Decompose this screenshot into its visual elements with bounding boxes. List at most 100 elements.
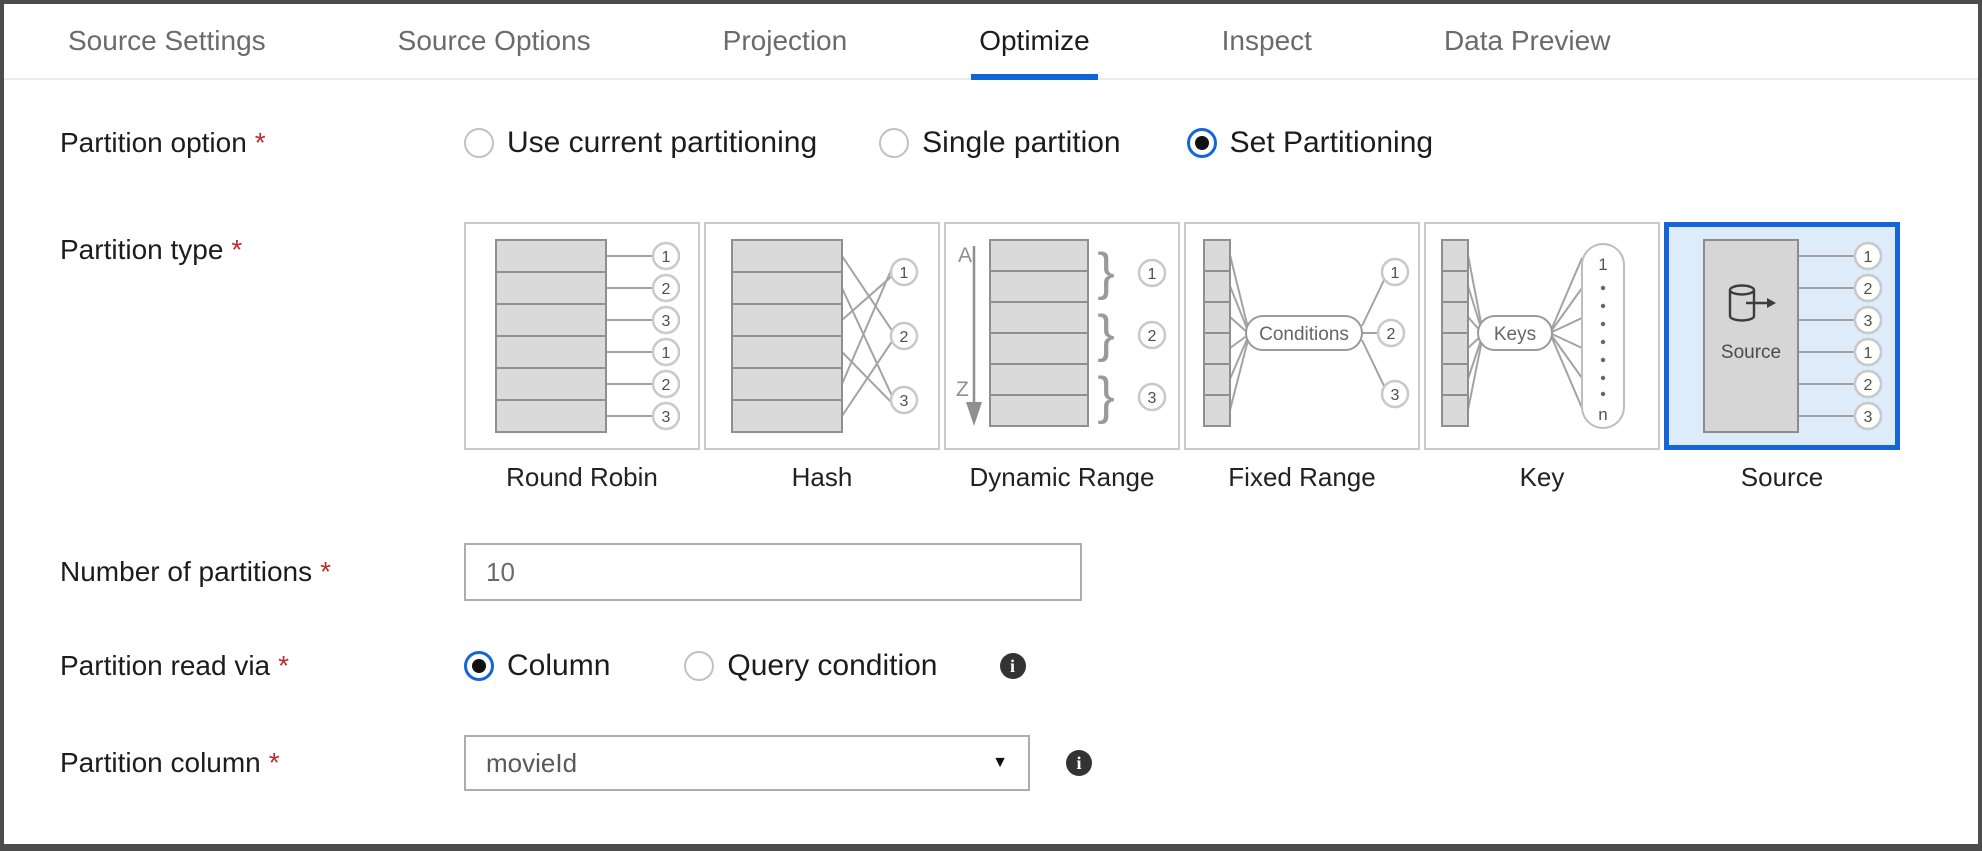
radio-unchecked-icon: [464, 128, 494, 158]
partition-read-via-label: Partition read via*: [60, 650, 464, 682]
dropdown-value: movieId: [486, 747, 578, 778]
partition-read-via-row: Partition read via* Column Query conditi…: [4, 649, 1978, 683]
range-bottom-letter: Z: [956, 378, 969, 401]
radio-unchecked-icon: [879, 128, 910, 158]
required-asterisk: *: [320, 556, 332, 587]
conditions-pill: [1245, 315, 1363, 351]
tab-source-options[interactable]: Source Options: [397, 25, 591, 56]
tab-source-settings[interactable]: Source Settings: [68, 25, 266, 56]
radio-checked-icon: [464, 651, 494, 681]
tab-optimize[interactable]: Optimize: [971, 4, 1099, 80]
partition-column-label: Partition column*: [60, 747, 464, 779]
required-asterisk: *: [268, 747, 280, 778]
output-number: 2: [1148, 328, 1157, 345]
output-number: 2: [900, 329, 909, 346]
hash-diagram: 1 2 3: [731, 239, 919, 433]
tab-projection[interactable]: Projection: [722, 25, 848, 56]
card-box-selected: Source 1 2 3 1 2 3: [1664, 222, 1900, 450]
radio-checked-icon: [1186, 128, 1217, 158]
radio-label: Column: [507, 649, 611, 682]
source-box-text: Source: [1721, 342, 1781, 363]
key-diagram: Keys 1 n: [1441, 239, 1625, 429]
card-source[interactable]: Source 1 2 3 1 2 3: [1664, 222, 1900, 493]
source-box: [1703, 239, 1799, 433]
partition-type-cards: 1 2 3 1 2 3 Round Robin: [464, 222, 1900, 493]
field-label-text: Partition column: [60, 747, 261, 778]
card-dynamic-range[interactable]: A Z } } }: [944, 222, 1180, 493]
card-label: Hash: [791, 462, 853, 492]
radio-single-partition[interactable]: Single partition: [879, 126, 1121, 160]
info-icon[interactable]: i: [1066, 750, 1092, 776]
field-label-text: Partition type: [60, 234, 224, 265]
brace-glyph: }: [1097, 305, 1114, 363]
tab-data-preview[interactable]: Data Preview: [1443, 25, 1611, 56]
radio-query-condition[interactable]: Query condition: [684, 649, 938, 683]
fixed-range-diagram: Conditions 1 2 3: [1203, 239, 1410, 427]
number-of-partitions-row: Number of partitions* 10: [4, 543, 1978, 601]
number-of-partitions-input[interactable]: 10: [464, 543, 1082, 601]
partition-type-row: Partition type*: [4, 222, 1978, 493]
card-box: 1 2 3: [704, 222, 940, 450]
output-number: 2: [1864, 281, 1873, 298]
card-hash[interactable]: 1 2 3 Hash: [704, 222, 940, 493]
keys-pill: [1477, 315, 1553, 351]
output-number: 1: [900, 265, 909, 282]
key-range-capsule: [1581, 243, 1625, 429]
output-number: 2: [1387, 326, 1396, 343]
radio-label: Query condition: [727, 649, 938, 682]
chevron-down-icon: ▼: [992, 754, 1008, 771]
radio-label: Use current partitioning: [507, 126, 818, 159]
partition-column-dropdown[interactable]: movieId ▼: [464, 735, 1030, 791]
brace-glyph: }: [1097, 367, 1114, 425]
output-number: 1: [1864, 345, 1873, 362]
card-label: Source: [1740, 462, 1824, 492]
partition-column-row: Partition column* movieId ▼ i: [4, 735, 1978, 791]
card-box: A Z } } }: [944, 222, 1180, 450]
info-icon[interactable]: i: [999, 653, 1026, 679]
radio-unchecked-icon: [684, 651, 715, 681]
output-number: 1: [662, 249, 671, 266]
output-number: 1: [1148, 266, 1157, 283]
field-label-text: Partition read via: [60, 650, 271, 681]
card-key[interactable]: Keys 1 n Key: [1424, 222, 1660, 493]
card-label: Fixed Range: [1228, 462, 1376, 492]
range-first: 1: [1598, 255, 1607, 274]
output-number: 1: [1391, 265, 1400, 282]
output-number: 3: [662, 409, 671, 426]
keys-pill-text: Keys: [1494, 324, 1536, 345]
output-number: 3: [1864, 409, 1873, 426]
radio-set-partitioning[interactable]: Set Partitioning: [1186, 126, 1434, 160]
output-number: 2: [662, 281, 671, 298]
card-round-robin[interactable]: 1 2 3 1 2 3 Round Robin: [464, 222, 700, 493]
dynamic-range-diagram: A Z } } }: [956, 239, 1167, 427]
partition-option-label: Partition option*: [60, 127, 464, 159]
card-label: Key: [1519, 462, 1565, 492]
number-of-partitions-label: Number of partitions*: [60, 556, 464, 588]
radio-use-current-partitioning[interactable]: Use current partitioning: [464, 126, 817, 160]
radio-label: Single partition: [922, 126, 1121, 159]
range-top-letter: A: [958, 244, 972, 267]
output-number: 3: [900, 393, 909, 410]
card-label: Dynamic Range: [969, 462, 1155, 492]
database-export-arrowhead: [1767, 298, 1776, 308]
output-number: 2: [1864, 377, 1873, 394]
output-number: 1: [1864, 249, 1873, 266]
card-fixed-range[interactable]: Conditions 1 2 3 Fixed Range: [1184, 222, 1420, 493]
partition-option-row: Partition option* Use current partitioni…: [4, 126, 1978, 160]
card-label: Round Robin: [506, 462, 658, 492]
output-number: 3: [662, 313, 671, 330]
partition-type-label: Partition type*: [60, 222, 464, 266]
input-value: 10: [486, 556, 515, 587]
tab-inspect[interactable]: Inspect: [1221, 25, 1312, 56]
card-box: Keys 1 n: [1424, 222, 1660, 450]
output-number: 2: [662, 377, 671, 394]
output-number: 3: [1148, 390, 1157, 407]
radio-column[interactable]: Column: [464, 649, 610, 683]
radio-label: Set Partitioning: [1229, 126, 1434, 159]
required-asterisk: *: [254, 127, 266, 158]
round-robin-diagram: 1 2 3 1 2 3: [495, 239, 681, 433]
tab-bar: Source Settings Source Options Projectio…: [4, 4, 1978, 80]
conditions-pill-text: Conditions: [1259, 324, 1349, 345]
card-box: Conditions 1 2 3: [1184, 222, 1420, 450]
